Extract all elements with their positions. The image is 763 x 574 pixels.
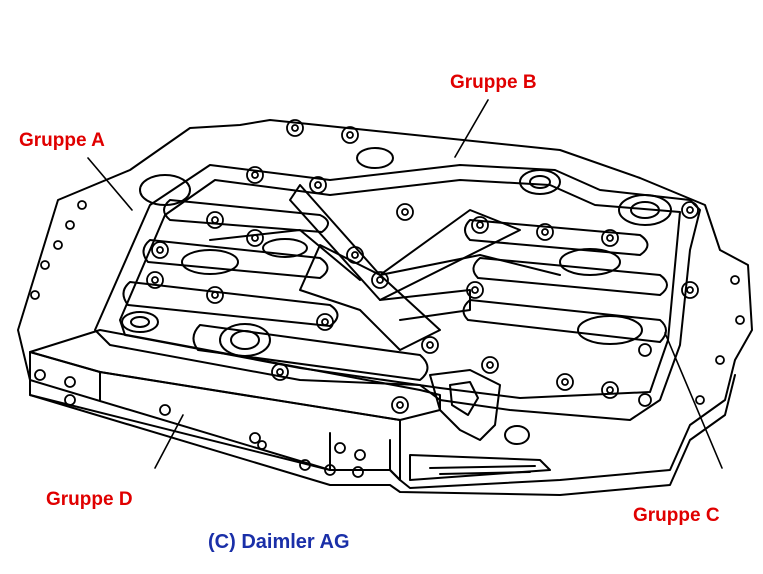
round-cutouts (139, 147, 672, 226)
label-gruppe-b: Gruppe B (450, 72, 537, 93)
central-bracket (209, 184, 561, 351)
leader-gruppe-a (87, 157, 133, 211)
connector (409, 369, 551, 481)
label-gruppe-d: Gruppe D (46, 489, 133, 510)
front-block-face (29, 351, 401, 481)
leader-gruppe-c (664, 332, 723, 469)
leader-gruppe-d (154, 414, 184, 469)
label-gruppe-a: Gruppe A (19, 130, 105, 151)
base-front-face (29, 374, 736, 496)
housing-rim (119, 179, 681, 399)
valve-bores-right (462, 219, 668, 345)
copyright-notice: (C) Daimler AG (208, 531, 350, 553)
label-gruppe-c: Gruppe C (633, 505, 720, 526)
hex-bolts (146, 119, 699, 414)
leader-lines (87, 99, 723, 469)
valve-bores-left (121, 199, 429, 381)
leader-gruppe-b (454, 99, 489, 158)
mounting-holes (30, 200, 745, 478)
